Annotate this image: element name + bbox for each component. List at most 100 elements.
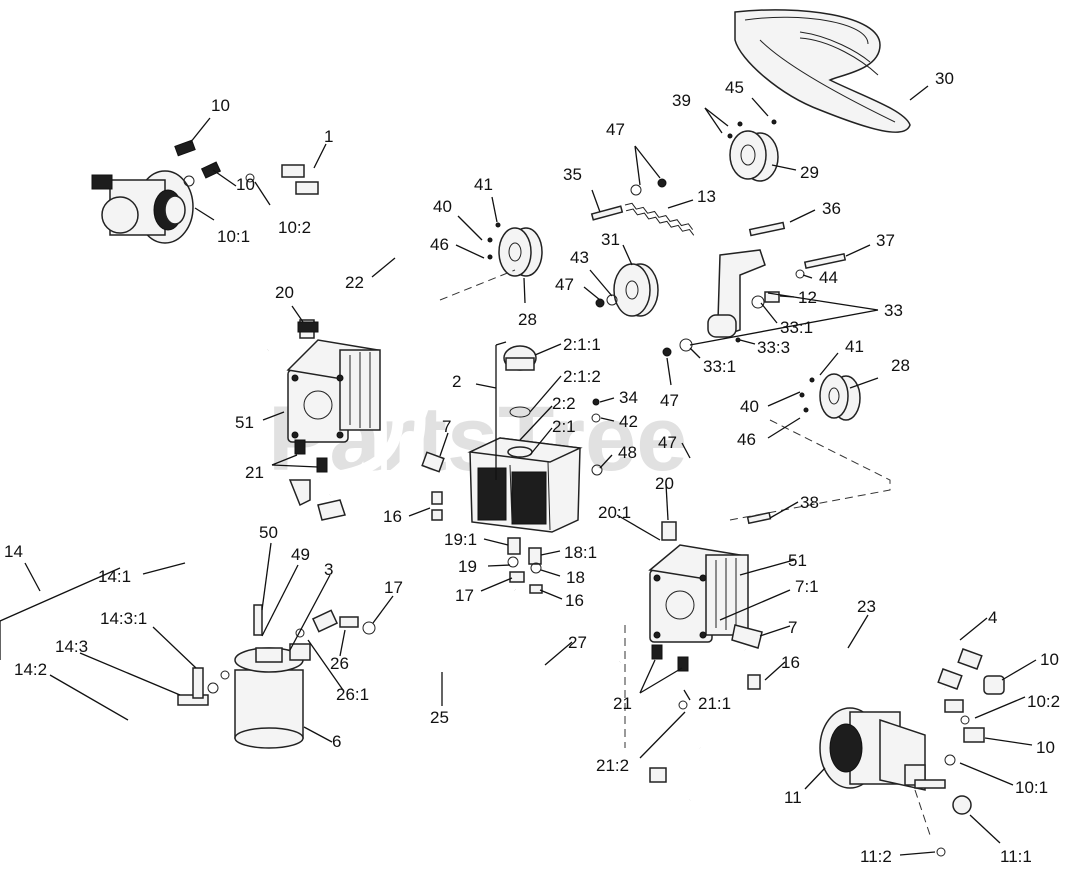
callout-47: 47: [606, 120, 625, 139]
callout-10-b: 10: [236, 175, 255, 194]
callout-39: 39: [672, 91, 691, 110]
callout-46-b: 46: [737, 430, 756, 449]
callout-35: 35: [563, 165, 582, 184]
drive-belt: [734, 9, 911, 133]
oil-filter: [177, 604, 376, 749]
callout-30: 30: [935, 69, 954, 88]
callout-44: 44: [819, 268, 838, 287]
callout-31: 31: [601, 230, 620, 249]
callout-36: 36: [822, 199, 841, 218]
callout-7-b: 7: [788, 618, 797, 637]
left-hydraulic-pump: [286, 319, 381, 443]
callout-7: 7: [442, 417, 451, 436]
pulley-28-left: [487, 222, 543, 277]
callout-40-b: 40: [740, 397, 759, 416]
callout-23: 23: [857, 597, 876, 616]
callout-10-1-b: 10:1: [1015, 778, 1048, 797]
callout-20: 20: [275, 283, 294, 302]
right-hydraulic-pump: [648, 511, 772, 783]
leader-lines: [0, 85, 1037, 856]
reference-dashes: [439, 269, 931, 836]
callout-49: 49: [291, 545, 310, 564]
callout-33-3: 33:3: [757, 338, 790, 357]
callout-43: 43: [570, 248, 589, 267]
pulley-28-right: [799, 373, 861, 421]
callout-28: 28: [518, 310, 537, 329]
callout-14: 14: [4, 542, 23, 561]
callout-21-1: 21:1: [698, 694, 731, 713]
callout-34: 34: [619, 388, 638, 407]
idler-arm: [662, 221, 847, 357]
tank-fittings: [421, 451, 543, 594]
callout-10-d: 10: [1036, 738, 1055, 757]
callout-2-2: 2:2: [552, 394, 576, 413]
callout-2-1-2: 2:1:2: [563, 367, 601, 386]
callout-26: 26: [330, 654, 349, 673]
callout-17: 17: [455, 586, 474, 605]
callout-25: 25: [430, 708, 449, 727]
callout-46: 46: [430, 235, 449, 254]
callout-33-1-b: 33:1: [703, 357, 736, 376]
callout-42: 42: [619, 412, 638, 431]
callout-20-1: 20:1: [598, 503, 631, 522]
callout-41-b: 41: [845, 337, 864, 356]
callout-41: 41: [474, 175, 493, 194]
callout-18-1: 18:1: [564, 543, 597, 562]
pulley-29: [727, 119, 779, 182]
callout-21-2: 21:2: [596, 756, 629, 775]
callout-10-2-b: 10:2: [1027, 692, 1060, 711]
callout-21-b: 21: [613, 694, 632, 713]
callout-47-d: 47: [658, 433, 677, 452]
callout-47-c: 47: [660, 391, 679, 410]
callout-2-1-1: 2:1:1: [563, 335, 601, 354]
callout-6: 6: [332, 732, 341, 751]
callout-20-b: 20: [655, 474, 674, 493]
callout-13: 13: [697, 187, 716, 206]
callout-3: 3: [324, 560, 333, 579]
callout-16-c: 16: [781, 653, 800, 672]
callout-29: 29: [800, 163, 819, 182]
callout-11: 11: [784, 788, 802, 807]
callout-21: 21: [245, 463, 264, 482]
callout-19-1: 19:1: [444, 530, 477, 549]
callout-40: 40: [433, 197, 452, 216]
callout-47-b: 47: [555, 275, 574, 294]
callout-33-1: 33:1: [780, 318, 813, 337]
callout-22: 22: [345, 273, 364, 292]
callout-11-1: 11:1: [1000, 847, 1032, 866]
callout-33: 33: [884, 301, 903, 320]
callout-37: 37: [876, 231, 895, 250]
callout-14-3: 14:3: [55, 637, 88, 656]
callout-45: 45: [725, 78, 744, 97]
callout-12: 12: [798, 288, 817, 307]
fittings-21-left: [288, 439, 346, 521]
callout-27: 27: [568, 633, 587, 652]
callout-19: 19: [458, 557, 477, 576]
callout-26-1: 26:1: [336, 685, 369, 704]
callout-48: 48: [618, 443, 637, 462]
left-wheel-motor: [91, 170, 194, 244]
callout-14-2: 14:2: [14, 660, 47, 679]
callout-2: 2: [452, 372, 461, 391]
callout-28-b: 28: [891, 356, 910, 375]
callout-50: 50: [259, 523, 278, 542]
callout-labels: 10 1 10 10:1 10:2 22 41 40 46 28 20 51 2…: [4, 69, 1060, 866]
callout-10-2: 10:2: [278, 218, 311, 237]
callout-1: 1: [324, 127, 333, 146]
callout-18: 18: [566, 568, 585, 587]
hydraulic-hoses: [132, 166, 961, 806]
callout-51-b: 51: [788, 551, 807, 570]
fittings-10: [174, 139, 319, 195]
callout-14-1: 14:1: [98, 567, 131, 586]
callout-10: 10: [211, 96, 230, 115]
callout-10-c: 10: [1040, 650, 1059, 669]
callout-14-3-1: 14:3:1: [100, 609, 147, 628]
callout-7-1: 7:1: [795, 577, 819, 596]
callout-2-1: 2:1: [552, 417, 576, 436]
callout-16-b: 16: [565, 591, 584, 610]
callout-38: 38: [800, 493, 819, 512]
hydraulic-tank: [467, 345, 603, 533]
callout-10-1: 10:1: [217, 227, 250, 246]
callout-4: 4: [988, 608, 997, 627]
